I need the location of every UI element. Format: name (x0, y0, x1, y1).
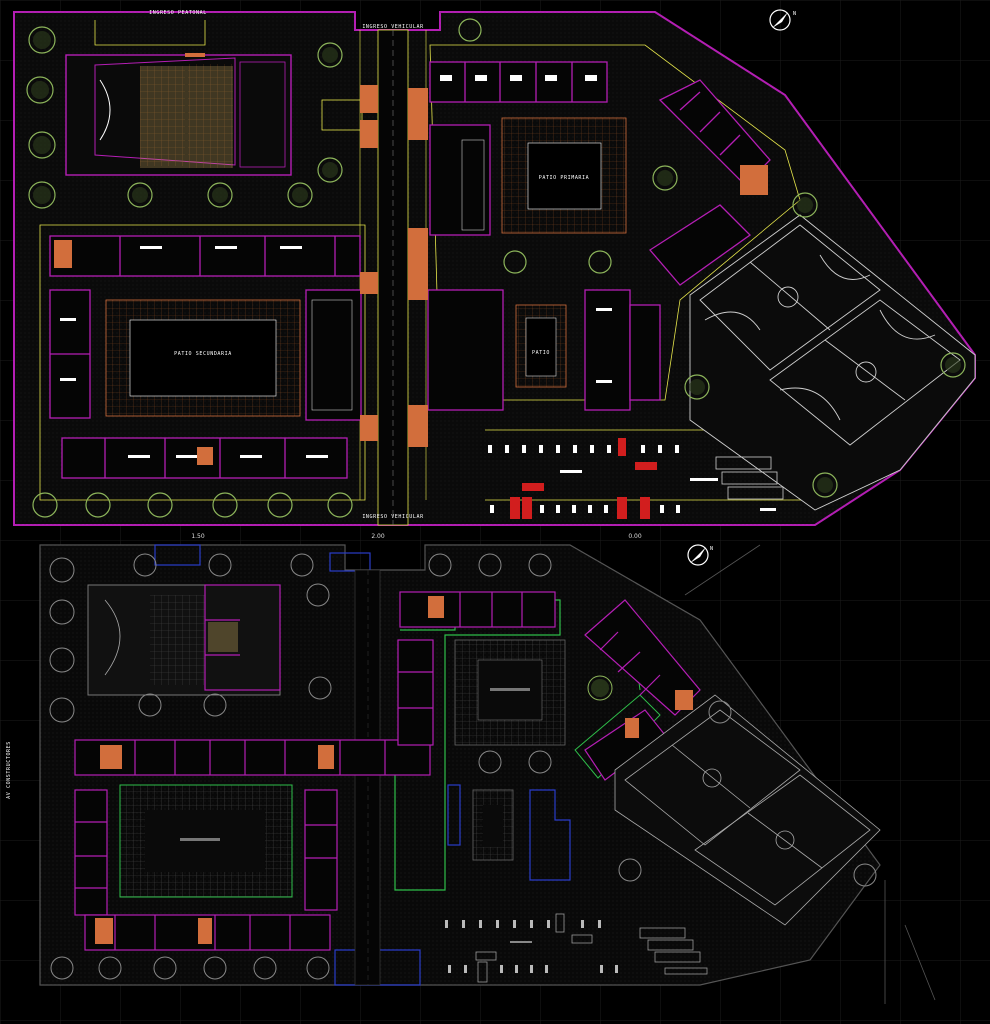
classrooms-top (49, 61, 771, 479)
stairs-top (54, 53, 768, 465)
plan-top: PATIO PRIMARIA PATIO SECUNDARIA PATIO (13, 9, 976, 526)
label-acceso-vehicular-top: INGRESO VEHICULAR (362, 24, 424, 30)
dimension-mid: 2.00 (371, 533, 385, 540)
label-patio-small: PATIO (532, 350, 550, 356)
courts-top (689, 214, 976, 511)
patio-primaria-bottom (454, 639, 566, 746)
svg-text:N: N (710, 546, 714, 552)
north-arrow-bottom: N (687, 544, 714, 566)
dimension-right: 0.00 (628, 533, 642, 540)
dimension-left: 1.50 (191, 533, 205, 540)
auditorium-top (65, 54, 292, 176)
trees-top (26, 18, 966, 518)
parking-top (488, 438, 784, 519)
auditorium-bottom (87, 584, 281, 696)
label-patio-secundaria: PATIO SECUNDARIA (174, 351, 232, 357)
plan-bottom: N (39, 544, 936, 1004)
svg-text:N: N (793, 11, 797, 17)
watermark-label: AV CONSTRUCTORES (6, 741, 12, 799)
patio-secundaria-top (105, 299, 301, 417)
label-acceso-peatonal: INGRESO PEATONAL (149, 10, 207, 16)
label-patio-primaria: PATIO PRIMARIA (539, 175, 590, 181)
patio-primaria-top (501, 117, 627, 234)
trees-bottom (49, 553, 877, 980)
furniture-top (60, 75, 776, 511)
label-acceso-vehicular-bottom: INGRESO VEHICULAR (362, 514, 424, 520)
courts-bottom (614, 694, 881, 926)
north-arrow-top: N (769, 9, 797, 31)
